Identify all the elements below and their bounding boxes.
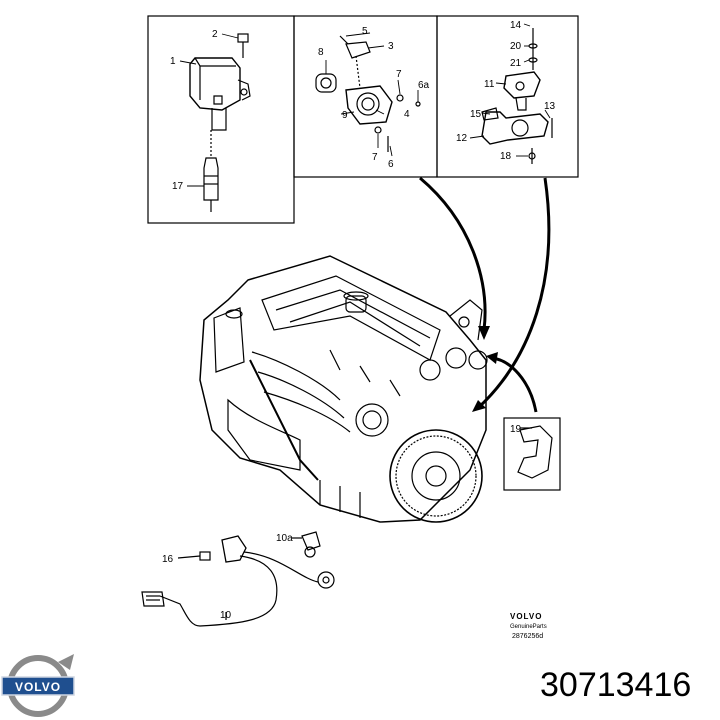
callout-16: 16 [162, 554, 174, 565]
callout-18: 18 [500, 151, 512, 162]
callout-12: 12 [456, 133, 468, 144]
knock-sensor-harness-drawing [141, 427, 532, 627]
callout-11: 11 [484, 79, 495, 90]
callout-15: 15 [470, 109, 482, 120]
stamp-brand: VOLVO [510, 612, 542, 621]
callout-7a: 7 [396, 69, 402, 80]
callout-6a: 6a [418, 80, 430, 91]
ignition-coil-drawing [189, 33, 251, 212]
crank-sensor-drawing [481, 28, 553, 164]
stamp-sub: GenuineParts [510, 624, 547, 630]
inset-bracket [503, 417, 561, 491]
callout-1: 1 [170, 56, 176, 67]
callout-19: 19 [510, 424, 522, 435]
callout-4: 4 [404, 109, 410, 120]
volvo-logo-icon: VOLVO [1, 654, 75, 717]
inset-ignition-coil [147, 15, 295, 224]
callout-10: 10 [220, 610, 232, 621]
callout-8: 8 [318, 47, 324, 58]
callout-labels: 1 2 17 8 5 3 9 4 7 6a 7 6 14 20 21 11 15… [162, 20, 556, 621]
callout-5: 5 [362, 26, 368, 37]
engine-drawing [199, 255, 488, 523]
callout-17: 17 [172, 181, 184, 192]
callout-21: 21 [510, 58, 522, 69]
callout-14: 14 [510, 20, 522, 31]
callout-10a: 10a [276, 533, 293, 544]
callout-2: 2 [212, 29, 218, 40]
genuine-parts-stamp: VOLVO GenuineParts 2876256d [510, 612, 547, 640]
arrow-heads [472, 326, 498, 412]
pointer-arrows [419, 176, 551, 413]
cam-sensor-drawing [315, 35, 421, 152]
part-number: 30713416 [540, 666, 692, 704]
callout-6: 6 [388, 159, 394, 170]
stamp-code: 2876256d [512, 633, 543, 640]
callout-20: 20 [510, 41, 522, 52]
callout-13: 13 [544, 101, 556, 112]
callout-3: 3 [388, 41, 394, 52]
inset-camshaft-sensor [293, 15, 438, 178]
callout-9: 9 [342, 110, 348, 121]
leader-lines [179, 23, 551, 187]
callout-7b: 7 [372, 152, 378, 163]
logo-text: VOLVO [15, 680, 61, 694]
inset-crank-sensor [436, 15, 579, 178]
